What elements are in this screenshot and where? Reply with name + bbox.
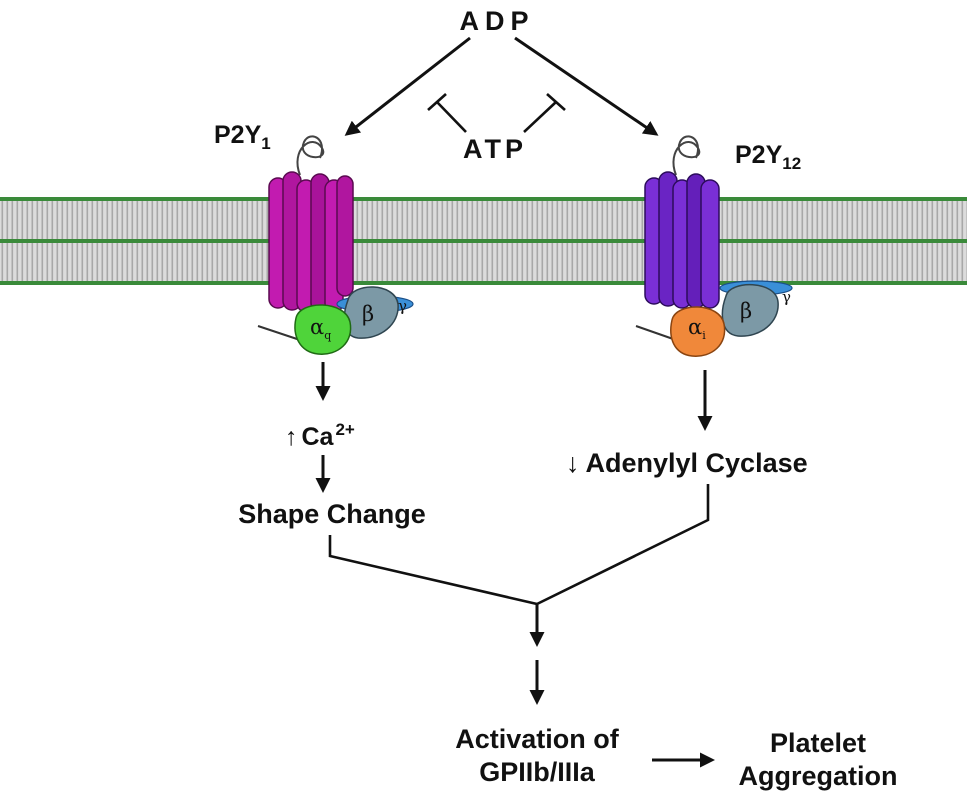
aggregation-label-line1: Platelet — [770, 728, 866, 758]
alpha-q-symbol: αq — [310, 315, 331, 342]
gamma-symbol-i: γ — [782, 288, 791, 306]
adp-to-p2y1-arrow — [344, 36, 471, 136]
shape-change-label: Shape Change — [238, 499, 426, 529]
activation-label-line2: GPIIb/IIIa — [479, 757, 596, 787]
p2y12-receptor — [644, 135, 720, 309]
adp-label: ADP — [459, 6, 534, 36]
adenylyl-cyclase-label: ↓Adenylyl Cyclase — [566, 448, 808, 478]
cyclase-convergence-line — [536, 484, 710, 606]
alpha-i-symbol: αi — [688, 315, 706, 342]
gamma-symbol-q: γ — [398, 297, 407, 315]
alpha-i-subunit — [670, 306, 726, 357]
atp-inhibits-p2y12 — [523, 93, 566, 133]
p2y1-receptor — [268, 135, 354, 313]
activation-label-line1: Activation of — [455, 724, 620, 754]
p2y12-extracellular-loop — [672, 135, 701, 176]
p2y1-label: P2Y1 — [214, 121, 271, 153]
shape-change-convergence-line — [328, 535, 538, 606]
aggregation-label-line2: Aggregation — [739, 761, 898, 791]
beta-symbol-i: β — [740, 299, 752, 323]
p2y12-label: P2Y12 — [735, 141, 801, 173]
p2y1-extracellular-loop — [296, 135, 325, 176]
adp-to-p2y12-arrow — [514, 36, 659, 136]
gq-protein: β γ αq — [257, 286, 414, 355]
beta-symbol-q: β — [362, 302, 374, 326]
atp-label: ATP — [463, 134, 527, 164]
cell-membrane — [0, 197, 967, 285]
gi-protein: β γ αi — [635, 280, 793, 357]
atp-inhibits-p2y1 — [427, 93, 467, 133]
alpha-q-subunit — [294, 304, 352, 355]
